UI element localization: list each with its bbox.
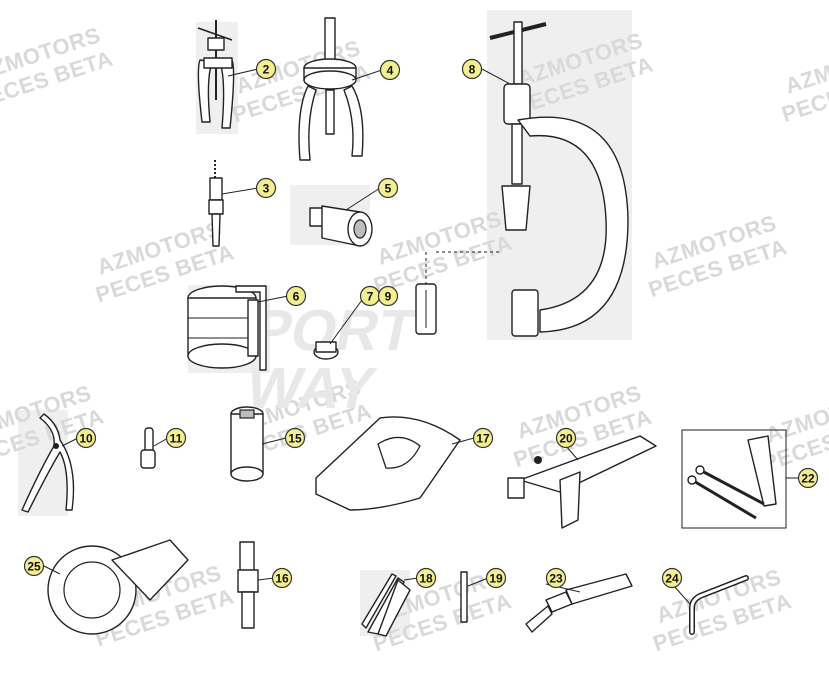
- callout-circle: [661, 567, 683, 589]
- callout-label: 25: [27, 560, 41, 574]
- part-bearing-driver: [525, 573, 633, 633]
- leader-lines: [43, 68, 798, 605]
- part-three-jaw-puller: [298, 17, 364, 161]
- callout-circle: [284, 427, 306, 449]
- part-deep-socket: [230, 406, 264, 482]
- callout-11: 11: [165, 427, 187, 449]
- part-circlip-pliers: [21, 413, 75, 513]
- callout-label: 5: [385, 182, 392, 196]
- part-bolts-set: [687, 435, 777, 520]
- callout-15: 15: [284, 427, 306, 449]
- callout-3: 3: [255, 177, 277, 199]
- callout-label: 4: [387, 64, 394, 78]
- part-socket-adapter: [309, 205, 373, 247]
- callout-circle: [377, 285, 399, 307]
- callout-label: 11: [170, 432, 183, 446]
- callout-circle: [797, 467, 819, 489]
- callout-16: 16: [271, 567, 293, 589]
- callout-label: 23: [549, 572, 563, 586]
- callout-circle: [379, 59, 401, 81]
- callout-label: 15: [288, 432, 302, 446]
- part-puller-small: [197, 20, 235, 129]
- callout-circle: [555, 427, 577, 449]
- callout-label: 6: [293, 290, 300, 304]
- callout-25: 25: [23, 555, 45, 577]
- callout-19: 19: [485, 567, 507, 589]
- callout-circle: [255, 58, 277, 80]
- part-holder-plate: [315, 416, 461, 511]
- part-valve-spring-press: [489, 21, 629, 337]
- callout-circle: [23, 555, 45, 577]
- callout-label: 3: [263, 182, 270, 196]
- callout-6: 6: [285, 285, 307, 307]
- part-sleeve: [415, 251, 500, 335]
- callout-10: 10: [75, 427, 97, 449]
- part-ring-compressor: [187, 285, 267, 371]
- callout-label: 20: [559, 432, 573, 446]
- callout-circle: [271, 567, 293, 589]
- part-rod: [460, 571, 468, 623]
- callout-circle: [377, 177, 399, 199]
- callout-label: 16: [275, 572, 289, 586]
- callout-circle: [415, 567, 437, 589]
- callout-label: 17: [476, 432, 490, 446]
- callout-label: 19: [489, 572, 503, 586]
- part-flywheel-holder: [507, 435, 657, 529]
- callout-7: 7: [359, 285, 381, 307]
- callout-label: 10: [79, 432, 93, 446]
- part-shaft-tool: [237, 541, 259, 629]
- part-pin: [313, 341, 339, 360]
- callout-circle: [461, 58, 483, 80]
- callout-circle: [255, 177, 277, 199]
- callout-circle: [472, 427, 494, 449]
- callout-4: 4: [379, 59, 401, 81]
- part-allen-key: [689, 575, 749, 635]
- part-alignment-pin: [140, 427, 156, 469]
- callout-circle: [165, 427, 187, 449]
- callout-label: 24: [665, 572, 679, 586]
- callout-circle: [485, 567, 507, 589]
- callout-circle: [545, 567, 567, 589]
- callout-label: 9: [385, 290, 392, 304]
- callout-18: 18: [415, 567, 437, 589]
- callout-label: 18: [419, 572, 433, 586]
- callout-8: 8: [461, 58, 483, 80]
- part-group-box: [681, 429, 787, 529]
- callout-2: 2: [255, 58, 277, 80]
- callout-17: 17: [472, 427, 494, 449]
- callout-label: 2: [263, 63, 270, 77]
- backdrop-pliers: [18, 410, 68, 516]
- part-feeler-gauge: [361, 573, 411, 637]
- callout-22: 22: [797, 467, 819, 489]
- part-slide-hammer: [208, 160, 224, 247]
- callout-circle: [285, 285, 307, 307]
- callout-label: 8: [469, 63, 476, 77]
- callout-24: 24: [661, 567, 683, 589]
- callout-23: 23: [545, 567, 567, 589]
- part-ring-spanner: [47, 539, 189, 635]
- callout-20: 20: [555, 427, 577, 449]
- callout-5: 5: [377, 177, 399, 199]
- callout-label: 22: [801, 472, 815, 486]
- callout-label: 7: [367, 290, 374, 304]
- callout-circle: [75, 427, 97, 449]
- callout-9: 9: [377, 285, 399, 307]
